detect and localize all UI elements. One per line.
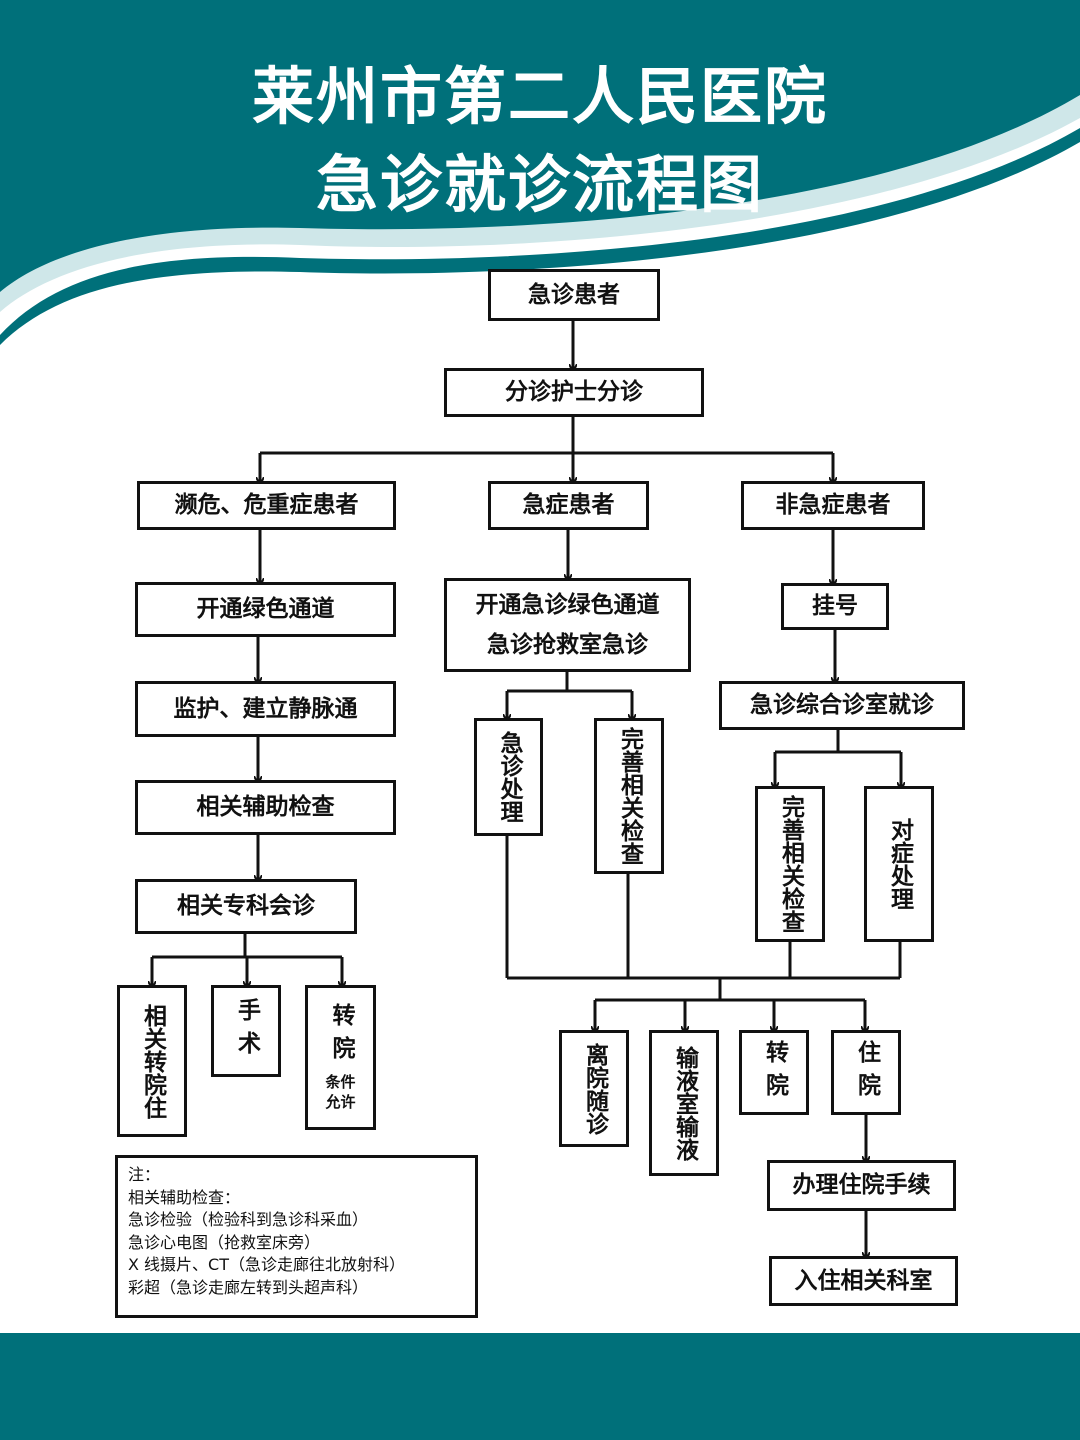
transfer-conditional-note: 条件允许 xyxy=(325,1073,356,1111)
node-complete-exam-b: 完善相关检查 xyxy=(755,786,825,942)
note-box: 注： 相关辅助检查： 急诊检验（检验科到急诊科采血） 急诊心电图（抢救室床旁） … xyxy=(115,1155,478,1318)
node-ward: 入住相关科室 xyxy=(769,1256,958,1306)
node-transfer-admit: 相关转院住 xyxy=(117,985,187,1137)
node-urgent-patient: 急症患者 xyxy=(488,481,649,530)
node-specialist: 相关专科会诊 xyxy=(135,879,357,934)
page-subtitle: 急诊就诊流程图 xyxy=(315,148,764,221)
node-leave-followup: 离院随诊 xyxy=(559,1030,629,1147)
infusion-label: 输液室输液 xyxy=(671,1045,698,1161)
symptomatic-label: 对症处理 xyxy=(886,818,913,910)
header-wave xyxy=(0,0,1080,292)
node-monitor: 监护、建立静脉通 xyxy=(135,681,396,737)
connector xyxy=(775,730,901,754)
node-surgery: 手术 xyxy=(211,985,281,1077)
node-admit: 住院 xyxy=(831,1030,901,1115)
node-register: 挂号 xyxy=(781,583,889,630)
node-complete-exam-a: 完善相关检查 xyxy=(594,718,664,874)
surgery-label: 手术 xyxy=(233,998,260,1064)
transfer-conditional-label: 转院 xyxy=(328,1003,354,1069)
note-line: X 线摄片、CT（急诊走廊往北放射科） xyxy=(128,1255,405,1274)
note-line: 急诊检验（检验科到急诊科采血） xyxy=(128,1210,369,1229)
er-treatment-label: 急诊处理 xyxy=(496,731,522,823)
node-transfer: 转院 xyxy=(739,1030,809,1115)
er-green-channel-line1: 开通急诊绿色通道 xyxy=(475,591,660,618)
connector xyxy=(595,978,865,1002)
complete-exam-a-label: 完善相关检查 xyxy=(616,727,643,865)
connector xyxy=(507,672,632,693)
admit-label: 住院 xyxy=(853,1039,880,1106)
node-symptomatic: 对症处理 xyxy=(864,786,934,942)
node-green-channel: 开通绿色通道 xyxy=(135,582,396,637)
node-aux-exam: 相关辅助检查 xyxy=(135,780,396,835)
leave-followup-label: 离院随诊 xyxy=(581,1042,608,1135)
er-green-channel-line2: 急诊抢救室急诊 xyxy=(487,632,648,658)
page-title: 莱州市第二人民医院 xyxy=(251,60,828,133)
note-line: 注： xyxy=(128,1165,161,1184)
node-er-treatment: 急诊处理 xyxy=(474,718,543,836)
transfer-admit-label: 相关转院住 xyxy=(139,1003,166,1119)
connector xyxy=(505,836,902,980)
complete-exam-b-label: 完善相关检查 xyxy=(777,795,804,933)
note-line: 急诊心电图（抢救室床旁） xyxy=(128,1232,321,1252)
note-line: 相关辅助检查： xyxy=(128,1187,241,1207)
node-critical-patient: 濒危、危重症患者 xyxy=(137,481,396,530)
node-nonurgent-patient: 非急症患者 xyxy=(741,481,925,530)
footer-band xyxy=(0,1333,1080,1440)
node-infusion: 输液室输液 xyxy=(649,1030,719,1176)
node-er-green-channel: 开通急诊绿色通道 急诊抢救室急诊 xyxy=(444,578,691,672)
note-line: 彩超（急诊走廊左转到头超声科） xyxy=(128,1277,369,1297)
node-admission-procedures: 办理住院手续 xyxy=(767,1160,956,1211)
connector xyxy=(260,417,833,455)
connector xyxy=(152,934,342,959)
node-triage: 分诊护士分诊 xyxy=(444,368,704,417)
node-transfer-conditional: 转院 条件允许 xyxy=(305,985,376,1130)
transfer-label: 转院 xyxy=(761,1039,788,1106)
node-er-clinic: 急诊综合诊室就诊 xyxy=(719,681,965,730)
node-emergency-patient: 急诊患者 xyxy=(488,269,660,321)
